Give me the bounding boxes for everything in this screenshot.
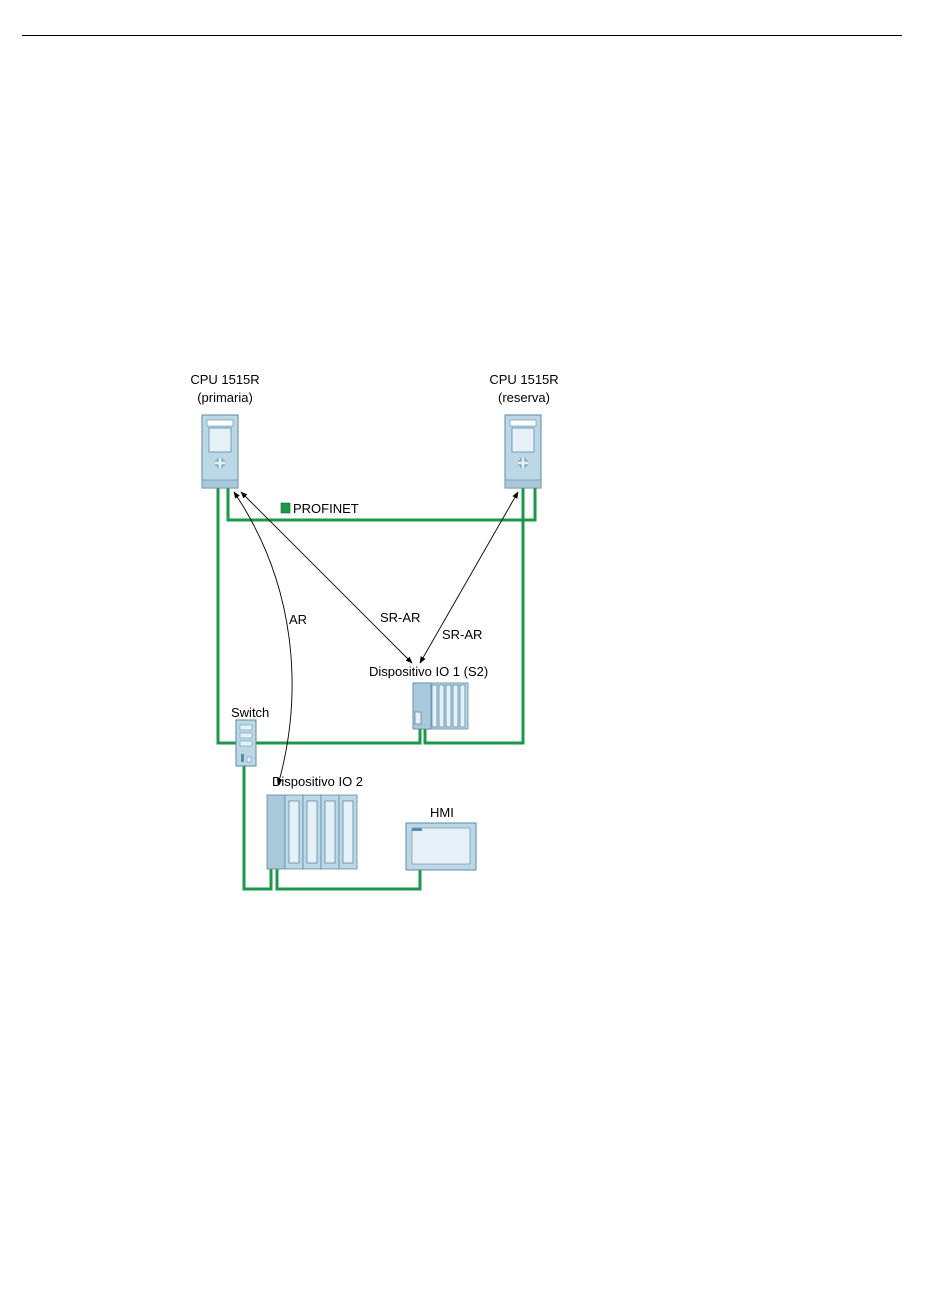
- profinet-legend-label: PROFINET: [293, 501, 359, 516]
- cpu-backup-role: (reserva): [498, 390, 550, 405]
- profinet-legend-swatch: [281, 503, 290, 513]
- ar-label: AR: [289, 612, 307, 627]
- cpu-backup-device: [505, 415, 541, 488]
- cpu-sync-line: [228, 488, 535, 520]
- io-device-1: [413, 683, 468, 729]
- cpu-primary-device: [202, 415, 238, 488]
- io-device-2: [267, 795, 357, 869]
- switch-to-io1-line: [256, 729, 420, 743]
- cpu-backup-name: CPU 1515R: [489, 372, 558, 387]
- io-device-2-label: Dispositivo IO 2: [272, 774, 363, 789]
- sr-ar-backup-label: SR-AR: [442, 627, 482, 642]
- cpu-primary-name: CPU 1515R: [190, 372, 259, 387]
- hmi-label: HMI: [430, 805, 454, 820]
- sr-ar-primary-label: SR-AR: [380, 610, 420, 625]
- switch-device: [236, 720, 256, 766]
- io-device-1-label: Dispositivo IO 1 (S2): [369, 664, 488, 679]
- sr-ar-primary-arrow: [241, 492, 412, 663]
- cpu-primary-role: (primaria): [197, 390, 253, 405]
- profinet-network-lines: [218, 488, 535, 889]
- switch-label: Switch: [231, 705, 269, 720]
- hmi-device: [406, 823, 476, 870]
- io2-to-hmi-line: [277, 869, 420, 889]
